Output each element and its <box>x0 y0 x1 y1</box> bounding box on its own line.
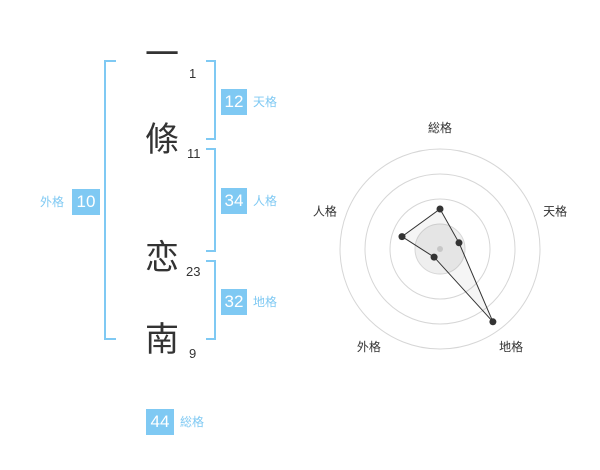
radar-point-3 <box>489 318 497 326</box>
gaikaku-value: 10 <box>72 189 100 215</box>
soukaku-value: 44 <box>146 409 174 435</box>
stroke-count-4: 9 <box>189 346 197 361</box>
radar-axis-label-1: 総格 <box>428 120 452 135</box>
name-char-4: 南 <box>145 320 179 360</box>
gaikaku-bracket <box>104 60 116 340</box>
stroke-count-3: 23 <box>186 264 201 279</box>
chikaku-label: 地格 <box>253 295 278 309</box>
radar-point-5 <box>398 233 406 241</box>
radar-axis-label-3: 地格 <box>499 339 523 354</box>
soukaku-label: 総格 <box>180 415 205 429</box>
radar-area <box>401 208 494 323</box>
radar-axis-label-5: 人格 <box>313 204 337 219</box>
jinkaku-label: 人格 <box>253 194 278 208</box>
name-char-2: 條 <box>145 120 179 160</box>
gaikaku-label: 外格 <box>40 195 65 209</box>
jinkaku-bracket <box>206 148 216 252</box>
radar-point-2 <box>455 239 463 247</box>
chikaku-bracket <box>206 260 216 340</box>
radar-point-1 <box>436 205 444 213</box>
stroke-count-1: 1 <box>189 66 197 81</box>
radar-ring-2 <box>389 198 491 300</box>
jinkaku-value: 34 <box>221 188 247 214</box>
tenkaku-label: 天格 <box>253 95 278 109</box>
radar-points <box>398 205 497 326</box>
stroke-count-2: 11 <box>187 146 201 161</box>
tenkaku-value: 12 <box>221 89 247 115</box>
name-char-1: 一 <box>145 35 179 75</box>
radar-rings <box>339 148 541 350</box>
radar-axis-label-4: 外格 <box>357 339 381 354</box>
radar-center <box>437 246 443 252</box>
radar-ring-3 <box>364 173 516 325</box>
radar-point-4 <box>430 253 438 261</box>
chikaku-value: 32 <box>221 289 247 315</box>
name-char-3: 恋 <box>145 238 179 278</box>
tenkaku-bracket <box>206 60 216 140</box>
radar-axis-label-2: 天格 <box>543 204 567 219</box>
radar-ring-4 <box>339 148 541 350</box>
